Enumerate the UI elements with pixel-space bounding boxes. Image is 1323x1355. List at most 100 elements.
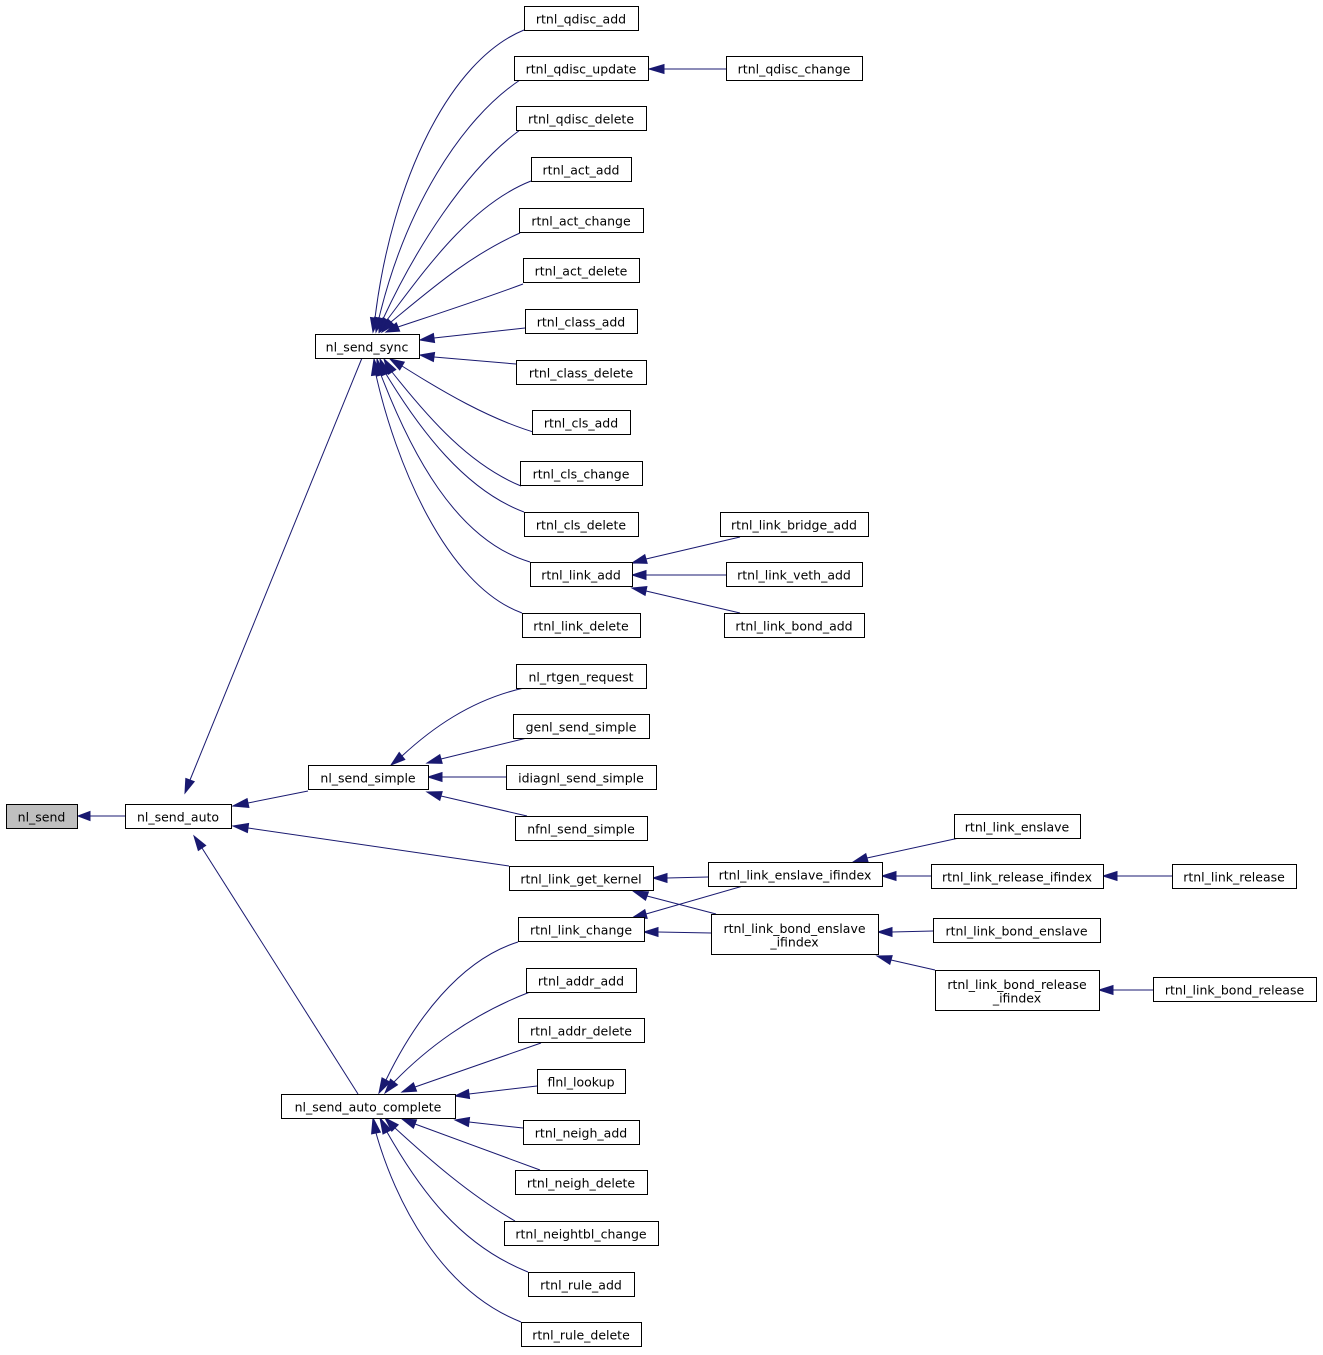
node-box (520, 461, 643, 486)
node-nl_send_simple[interactable]: nl_send_simple (308, 765, 429, 790)
node-nfnl_send_simple[interactable]: nfnl_send_simple (515, 816, 648, 841)
node-rtnl_link_get_kernel[interactable]: rtnl_link_get_kernel (509, 866, 654, 891)
node-rtnl_link_enslave_ifindex[interactable]: rtnl_link_enslave_ifindex (708, 862, 883, 887)
edge-line (433, 356, 517, 365)
node-label: rtnl_cls_change (533, 466, 630, 481)
node-rtnl_class_delete[interactable]: rtnl_class_delete (516, 360, 647, 385)
node-rtnl_act_add[interactable]: rtnl_act_add (531, 157, 632, 182)
node-rtnl_link_enslave[interactable]: rtnl_link_enslave (954, 814, 1081, 839)
node-label: rtnl_neigh_add (535, 1125, 627, 1140)
arrowhead (379, 1116, 392, 1135)
nodes-layer: nl_send nl_send_auto nl_send_sync nl_send_s… (6, 6, 1317, 1347)
edge-line (414, 1123, 541, 1171)
node-nl_send[interactable]: nl_send (6, 804, 78, 829)
node-box (1172, 864, 1297, 889)
node-rtnl_link_bridge_add[interactable]: rtnl_link_bridge_add (720, 512, 869, 537)
edge-line (390, 232, 521, 323)
node-box (931, 864, 1104, 889)
node-box (708, 862, 883, 887)
edge-line (401, 365, 541, 435)
node-nl_send_auto_complete[interactable]: nl_send_auto_complete (281, 1094, 456, 1119)
edge-line (468, 1085, 538, 1095)
node-rtnl_link_bond_enslave[interactable]: rtnl_link_bond_enslave (933, 918, 1101, 943)
edge-rtnl_link_get_kernel-to-nl_send_auto (231, 822, 510, 867)
node-label: rtnl_neigh_delete (527, 1175, 636, 1190)
node-rtnl_qdisc_update[interactable]: rtnl_qdisc_update (514, 56, 649, 81)
node-rtnl_rule_add[interactable]: rtnl_rule_add (528, 1272, 635, 1297)
node-rtnl_rule_delete[interactable]: rtnl_rule_delete (521, 1322, 642, 1347)
arrowhead (453, 1116, 471, 1128)
node-label: rtnl_qdisc_delete (528, 111, 634, 126)
node-rtnl_qdisc_delete[interactable]: rtnl_qdisc_delete (516, 106, 647, 131)
edge-line (645, 590, 741, 614)
node-label: rtnl_act_delete (535, 263, 628, 278)
node-rtnl_qdisc_add[interactable]: rtnl_qdisc_add (524, 6, 639, 31)
node-rtnl_link_bond_release_ifindex[interactable]: rtnl_link_bond_release_ifindex (935, 970, 1100, 1011)
node-box (513, 714, 650, 739)
node-label: rtnl_cls_delete (536, 517, 626, 532)
arrowhead (370, 357, 382, 377)
node-label: rtnl_link_delete (533, 618, 629, 633)
edge-line (401, 687, 525, 757)
node-rtnl_act_change[interactable]: rtnl_act_change (519, 208, 644, 233)
node-box (933, 918, 1101, 943)
node-box (509, 866, 654, 891)
node-nl_rtgen_request[interactable]: nl_rtgen_request (516, 664, 647, 689)
arrowhead (425, 753, 443, 764)
node-label: rtnl_qdisc_add (536, 11, 626, 26)
node-rtnl_link_add[interactable]: rtnl_link_add (530, 562, 633, 587)
node-rtnl_link_bond_release[interactable]: rtnl_link_bond_release (1153, 977, 1317, 1002)
edge-flnl_lookup-to-nl_send_auto_complete (453, 1085, 538, 1100)
edge-line (380, 374, 531, 563)
node-box (528, 1272, 635, 1297)
node-rtnl_neigh_add[interactable]: rtnl_neigh_add (523, 1120, 640, 1145)
node-nl_send_auto[interactable]: nl_send_auto (125, 804, 232, 829)
node-rtnl_cls_delete[interactable]: rtnl_cls_delete (524, 512, 639, 537)
edge-line (386, 180, 532, 321)
node-rtnl_link_change[interactable]: rtnl_link_change (518, 917, 645, 942)
arrowhead (875, 955, 893, 966)
node-nl_send_sync[interactable]: nl_send_sync (315, 334, 420, 359)
node-rtnl_neightbl_change[interactable]: rtnl_neightbl_change (504, 1221, 659, 1246)
node-label: rtnl_link_bond_enslave (945, 923, 1087, 938)
edge-rtnl_class_delete-to-nl_send_sync (418, 351, 517, 365)
node-rtnl_link_release[interactable]: rtnl_link_release (1172, 864, 1297, 889)
node-box (506, 765, 657, 790)
node-rtnl_cls_add[interactable]: rtnl_cls_add (532, 410, 631, 435)
node-box (532, 410, 631, 435)
node-rtnl_class_add[interactable]: rtnl_class_add (525, 309, 638, 334)
node-rtnl_act_delete[interactable]: rtnl_act_delete (523, 258, 640, 283)
node-rtnl_link_veth_add[interactable]: rtnl_link_veth_add (726, 562, 863, 587)
node-label: rtnl_addr_delete (530, 1023, 632, 1038)
node-rtnl_link_bond_add[interactable]: rtnl_link_bond_add (724, 613, 865, 638)
edge-rtnl_class_add-to-nl_send_sync (418, 327, 526, 344)
arrowhead (630, 569, 647, 581)
node-box (6, 804, 78, 829)
node-rtnl_addr_add[interactable]: rtnl_addr_add (526, 968, 637, 993)
node-label: nl_send (18, 809, 66, 824)
node-rtnl_qdisc_change[interactable]: rtnl_qdisc_change (726, 56, 863, 81)
node-rtnl_cls_change[interactable]: rtnl_cls_change (520, 461, 643, 486)
arrowhead (631, 890, 650, 902)
node-idiagnl_send_simple[interactable]: idiagnl_send_simple (506, 765, 657, 790)
arrowhead (378, 1077, 391, 1095)
node-label: nfnl_send_simple (527, 821, 635, 836)
node-box (720, 512, 869, 537)
node-rtnl_link_delete[interactable]: rtnl_link_delete (522, 613, 641, 638)
edge-line (391, 371, 522, 487)
node-rtnl_link_bond_enslave_ifindex[interactable]: rtnl_link_bond_enslave_ifindex (711, 914, 879, 955)
edge-rtnl_link_bond_enslave_ifindex-to-rtnl_link_get_kernel (631, 890, 717, 915)
node-genl_send_simple[interactable]: genl_send_simple (513, 714, 650, 739)
node-rtnl_neigh_delete[interactable]: rtnl_neigh_delete (515, 1170, 648, 1195)
node-flnl_lookup[interactable]: flnl_lookup (537, 1069, 626, 1094)
node-label: rtnl_link_bond_release_ifindex (947, 976, 1087, 1005)
node-box (523, 258, 640, 283)
node-rtnl_addr_delete[interactable]: rtnl_addr_delete (518, 1018, 645, 1043)
node-box (526, 968, 637, 993)
node-box (954, 814, 1081, 839)
node-rtnl_link_release_ifindex[interactable]: rtnl_link_release_ifindex (931, 864, 1104, 889)
edge-line (393, 991, 531, 1083)
edge-rtnl_neigh_add-to-nl_send_auto_complete (453, 1116, 524, 1129)
edge-line (866, 837, 960, 859)
